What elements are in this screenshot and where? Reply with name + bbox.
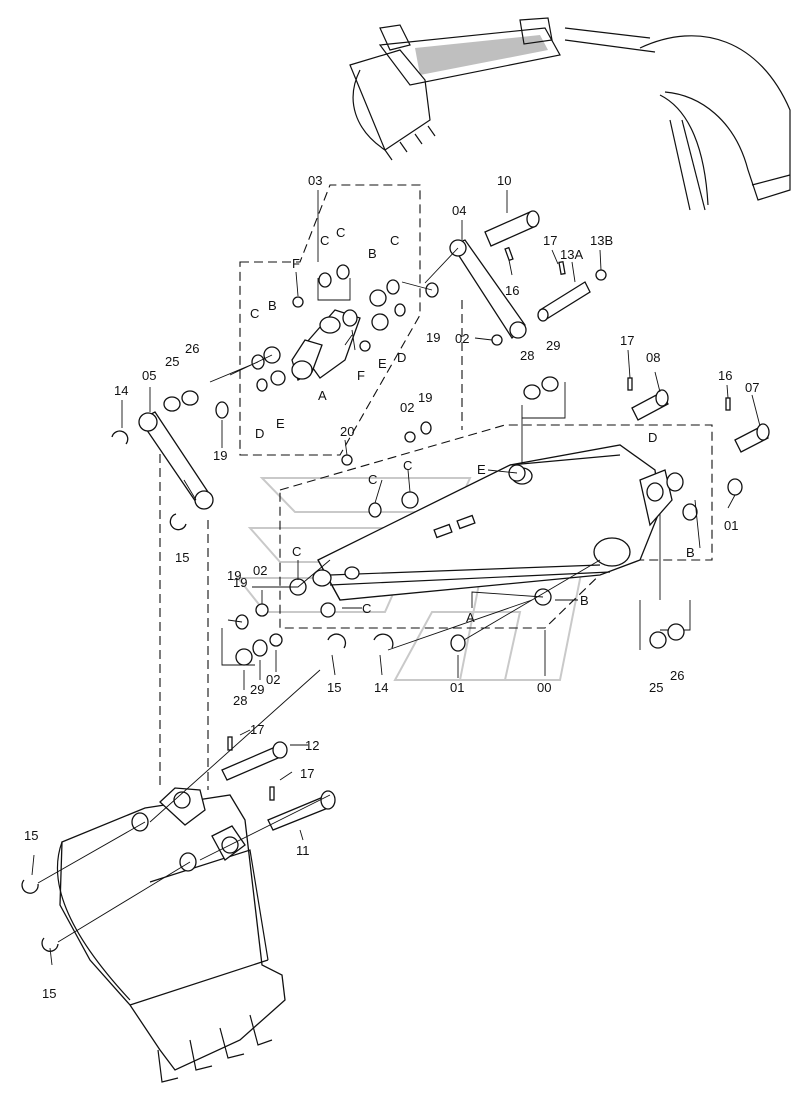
callout-label: 19 [227,568,241,583]
callout-labels: 03 10 04 17 13A 13B C C B C F 16 C B 26 … [24,173,759,1001]
callout-label: 19 [426,330,440,345]
callout-label: 01 [724,518,738,533]
callout-label: E [276,416,285,431]
callout-label: 02 [400,400,414,415]
excavator-overview [349,17,791,211]
callout-label: A [466,610,475,625]
group-outlines [159,184,713,790]
callout-label: C [368,472,377,487]
callout-label: 15 [24,828,38,843]
callout-label: 19 [418,390,432,405]
callout-label: 15 [175,550,189,565]
callout-label: 20 [340,424,354,439]
callout-label: 14 [374,680,388,695]
callout-label: D [255,426,264,441]
callout-label: E [477,462,486,477]
callout-label: 29 [546,338,560,353]
callout-label: 28 [520,348,534,363]
callout-label: 26 [670,668,684,683]
callout-label: 01 [450,680,464,695]
callout-label: 07 [745,380,759,395]
callout-label: 17 [543,233,557,248]
leader-lines [31,190,761,966]
callout-label: 14 [114,383,128,398]
callout-label: 25 [165,354,179,369]
callout-label: 16 [505,283,519,298]
callout-label: 25 [649,680,663,695]
callout-label: 17 [620,333,634,348]
pin-07 [734,423,770,453]
callout-label: 12 [305,738,319,753]
callout-label: 05 [142,368,156,383]
callout-label: 02 [253,563,267,578]
pin-12 [221,741,288,781]
arm-assembly [312,444,684,601]
callout-label: B [580,593,589,608]
callout-label: 15 [327,680,341,695]
callout-label: 17 [300,766,314,781]
callout-label: F [357,368,365,383]
callout-label: B [368,246,377,261]
callout-label: C [390,233,399,248]
callout-label: 13A [560,247,583,262]
pin-08 [631,389,669,421]
pin-13a [537,281,591,322]
bucket [56,787,286,1083]
callout-label: 03 [308,173,322,188]
callout-label: C [403,458,412,473]
callout-label: D [397,350,406,365]
callout-label: 13B [590,233,613,248]
callout-label: 11 [296,843,310,858]
callout-label: C [336,225,345,240]
callout-label: D [648,430,657,445]
callout-label: 19 [213,448,227,463]
pins [221,210,770,831]
callout-label: B [686,545,695,560]
callout-label: 08 [646,350,660,365]
callout-label: A [318,388,327,403]
callout-label: C [292,544,301,559]
callout-label: 04 [452,203,466,218]
callout-label: E [378,356,387,371]
callout-label: 02 [455,331,469,346]
callout-label: 19 [233,575,247,590]
callout-label: C [320,233,329,248]
callout-label: C [362,601,371,616]
bucket-link-03 [291,309,361,381]
callout-label: 29 [250,682,264,697]
callout-label: 00 [537,680,551,695]
callout-label: 15 [42,986,56,1001]
pin-11 [267,790,336,831]
callout-label: 10 [497,173,511,188]
callout-label: C [250,306,259,321]
callout-label: 17 [250,722,264,737]
callout-label: 16 [718,368,732,383]
callout-label: F [292,256,300,271]
link-05 [138,411,214,510]
pin-10 [484,210,540,247]
callout-label: 02 [266,672,280,687]
callout-label: B [268,298,277,313]
callout-label: 26 [185,341,199,356]
callout-label: 28 [233,693,247,708]
